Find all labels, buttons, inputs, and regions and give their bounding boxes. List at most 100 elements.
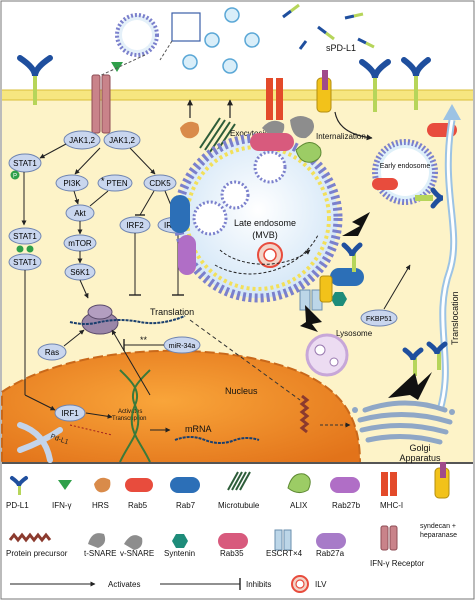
- node-ras: Ras: [37, 343, 67, 361]
- arrow-jak-cdk5: [129, 147, 156, 175]
- ifn-gamma-ligand: [111, 62, 123, 72]
- translocation-label: Translocation: [450, 291, 460, 345]
- mhc1-membrane: [266, 78, 283, 120]
- plasma-membrane: [2, 89, 473, 101]
- zoom-line: [94, 54, 146, 79]
- golgi-label: Golgi: [409, 443, 430, 453]
- legend-label-rab7: Rab7: [176, 501, 196, 510]
- soluble-pdl1: [282, 3, 375, 50]
- golgi-label-2: Apparatus: [399, 453, 441, 463]
- syndecan-heparanase: [316, 70, 332, 113]
- legend-label-syndecan: syndecan +heparanase: [420, 523, 457, 539]
- svg-text:FKBP51: FKBP51: [366, 316, 392, 323]
- node-s6k1: S6K1: [64, 263, 96, 281]
- rab35-mvb: [250, 133, 294, 151]
- ifn-gamma-receptor: [91, 74, 111, 134]
- early-endosome: [372, 139, 438, 205]
- arrow-ras-translation: [63, 329, 85, 347]
- legend-label-ilv: ILV: [315, 580, 327, 589]
- legend-label-syntenin: Syntenin: [164, 549, 195, 558]
- mvb-label: (MVB): [252, 230, 278, 240]
- svg-text:STAT1: STAT1: [13, 232, 37, 241]
- vsnare-mvb: [290, 116, 314, 139]
- arrow-stat1-irf1: [24, 394, 56, 411]
- pdl1-membrane: [17, 55, 53, 105]
- legend-label-rab35: Rab35: [220, 549, 244, 558]
- gene-connector: [69, 424, 113, 436]
- ribosome: [81, 304, 119, 335]
- legend-label-tsnare: t-SNARE: [84, 549, 116, 558]
- node-fkbp51: FKBP51: [360, 309, 398, 327]
- golgi-apparatus: [352, 400, 455, 445]
- pdl1-membrane-right: [359, 57, 431, 112]
- internalization-label: Internalization: [316, 132, 366, 141]
- svg-text:CDK5: CDK5: [149, 179, 171, 188]
- late-endosome-label: Late endosome: [234, 218, 296, 228]
- legend-label-rab27a: Rab27a: [316, 549, 345, 558]
- pdl1-translocating: [402, 341, 448, 376]
- svg-text:PI3K: PI3K: [63, 179, 81, 188]
- precursor-path: [189, 319, 301, 401]
- mir34a-mark: **: [140, 335, 148, 345]
- svg-text:Akt: Akt: [74, 209, 86, 218]
- node-cdk5: CDK5: [143, 174, 177, 192]
- alix-mvb: [295, 142, 322, 163]
- node-pten: * PTEN: [97, 174, 133, 192]
- svg-text:STAT1: STAT1: [13, 159, 37, 168]
- pdl1-early: [415, 187, 444, 209]
- rab5-early: [372, 178, 398, 190]
- mrna-nuclear: [174, 436, 260, 444]
- svg-text:*: *: [101, 176, 105, 186]
- legend-label-alix: ALIX: [290, 501, 308, 510]
- arrow-fkbp51: [383, 264, 411, 310]
- node-jak-left: JAK1,2: [63, 130, 101, 150]
- legend-label-ifng: IFN-γ: [52, 501, 72, 510]
- syndecan-mvb: [319, 275, 333, 303]
- zoom-line: [159, 40, 173, 61]
- legend-label-pdl1: PD-L1: [6, 501, 29, 510]
- early-endosome-label: Early endosome: [380, 163, 431, 170]
- hrs-protein: [180, 121, 200, 139]
- arrow-s6k1-translation: [79, 279, 89, 299]
- spdl1-label: sPD-L1: [326, 43, 356, 53]
- pdl1-mvb: [341, 242, 363, 272]
- early-to-late-arrow: [342, 212, 370, 236]
- node-mir34a: miR-34a: [163, 336, 201, 354]
- exosome-vesicle: [182, 7, 260, 74]
- svg-text:JAK1,2: JAK1,2: [109, 136, 135, 145]
- svg-text:P: P: [13, 174, 17, 180]
- node-pi3k: PI3K: [55, 174, 89, 192]
- svg-text:IRF2: IRF2: [126, 221, 144, 230]
- arrow-irf1: [85, 412, 113, 419]
- svg-text:S6K1: S6K1: [70, 268, 90, 277]
- legend-label-vsnare: v-SNARE: [120, 549, 154, 558]
- lysosome-label: Lysosome: [336, 329, 373, 338]
- mrna-strand: [69, 315, 186, 325]
- nucleus-label: Nucleus: [225, 386, 258, 396]
- node-stat1-dimer: STAT1 STAT1: [8, 227, 42, 271]
- legend-label-activates: Activates: [108, 580, 140, 589]
- exosome: [115, 13, 159, 57]
- golgi-to-membrane-arrow: [388, 372, 432, 400]
- arrow-jak-stat1: [39, 143, 67, 159]
- exocytosis-label: Exocytosis: [230, 129, 268, 138]
- svg-text:STAT1: STAT1: [13, 258, 37, 267]
- ilv-path: [214, 234, 319, 275]
- arrow-pi3k-akt: [73, 190, 80, 205]
- svg-text:PTEN: PTEN: [106, 179, 128, 188]
- svg-text:JAK1,2: JAK1,2: [69, 136, 95, 145]
- svg-text:miR-34a: miR-34a: [169, 343, 196, 350]
- syntenin-mvb: [331, 292, 347, 306]
- chromosome: [17, 422, 63, 463]
- lysosome: [305, 333, 349, 377]
- internalization-arrow: [334, 111, 373, 141]
- mrna-label: mRNA: [185, 424, 212, 434]
- node-irf1: IRF1: [54, 404, 86, 422]
- mvb-to-lysosome-arrow: [300, 305, 322, 332]
- svg-text:Ras: Ras: [45, 348, 59, 357]
- node-jak-right: JAK1,2: [103, 130, 141, 150]
- legend-label-hrs: HRS: [92, 501, 109, 510]
- node-stat1: STAT1 P: [8, 153, 42, 180]
